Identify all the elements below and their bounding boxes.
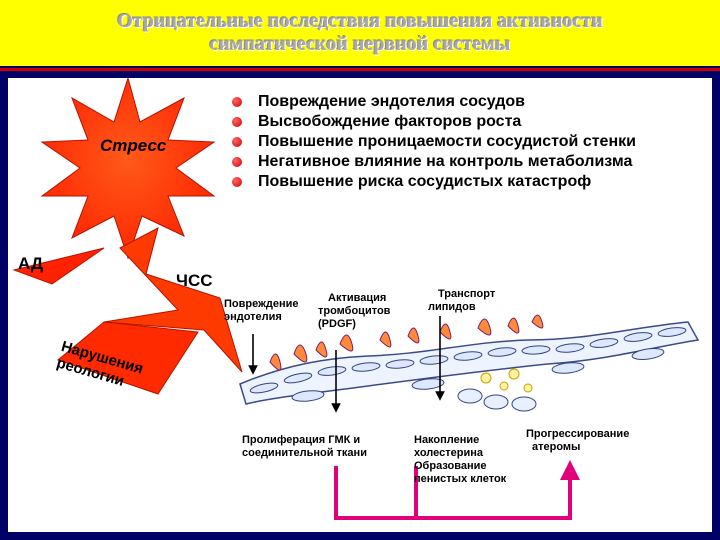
proliferation-label: Пролиферация ГМК и соединительной ткани <box>242 434 367 460</box>
bullet-item: Повышение риска сосудистых катастроф <box>232 172 692 192</box>
label-line: эндотелия <box>224 311 282 323</box>
label-line: Повреждение <box>224 298 299 310</box>
platelet-activation-label: Активация тромбоцитов (PDGF) <box>318 292 390 331</box>
label-line: атеромы <box>532 441 581 453</box>
blood-pressure-label: АД <box>18 254 44 273</box>
label-line: Прогрессирование <box>526 428 630 440</box>
pathway-arrows <box>248 316 445 413</box>
vessel-wall <box>239 314 700 412</box>
label-line: соединительной ткани <box>242 447 367 459</box>
label-line: Транспорт <box>438 288 496 300</box>
label-line: (PDGF) <box>318 318 356 330</box>
stress-starburst <box>12 78 243 395</box>
label-line: Пролиферация ГМК и <box>242 434 361 446</box>
bullet-item: Негативное влияние на контроль метаболиз… <box>232 152 692 172</box>
slide-title-line-1: Отрицательные последствия повышения акти… <box>117 10 603 32</box>
stress-label: Стресс <box>100 136 167 155</box>
title-bar: Отрицательные последствия повышения акти… <box>0 0 720 66</box>
label-line: пенистых клеток <box>414 473 507 485</box>
bullet-item: Повышение проницаемости сосудистой стенк… <box>232 132 692 152</box>
label-line: холестерина <box>414 447 483 459</box>
cholesterol-accumulation-label: Накопление холестерина Образование пенис… <box>414 434 506 486</box>
lipid-transport-label: Транспорт липидов <box>428 288 495 314</box>
endothelium-damage-label: Повреждение эндотелия <box>224 298 299 324</box>
label-line: липидов <box>428 301 476 313</box>
progression-loop-arrow <box>334 460 580 520</box>
sympathetic-diagram <box>12 78 700 520</box>
label-line: Образование <box>414 460 487 472</box>
title-divider <box>0 68 720 71</box>
label-line: тромбоцитов <box>318 305 391 317</box>
atheroma-progression-label: Прогрессирование атеромы <box>526 428 629 454</box>
consequences-list: Повреждение эндотелия сосудов Высвобожде… <box>232 92 692 192</box>
slide-title-line-2: симпатической нервной системы <box>209 33 511 55</box>
bullet-item: Высвобождение факторов роста <box>232 112 692 132</box>
heart-rate-label: ЧСС <box>176 271 213 290</box>
label-line: Накопление <box>414 434 480 446</box>
label-line: Активация <box>328 292 387 304</box>
content-panel: Стресс АД ЧСС Нарушения реологии Поврежд… <box>8 78 712 532</box>
bullet-item: Повреждение эндотелия сосудов <box>232 92 692 112</box>
